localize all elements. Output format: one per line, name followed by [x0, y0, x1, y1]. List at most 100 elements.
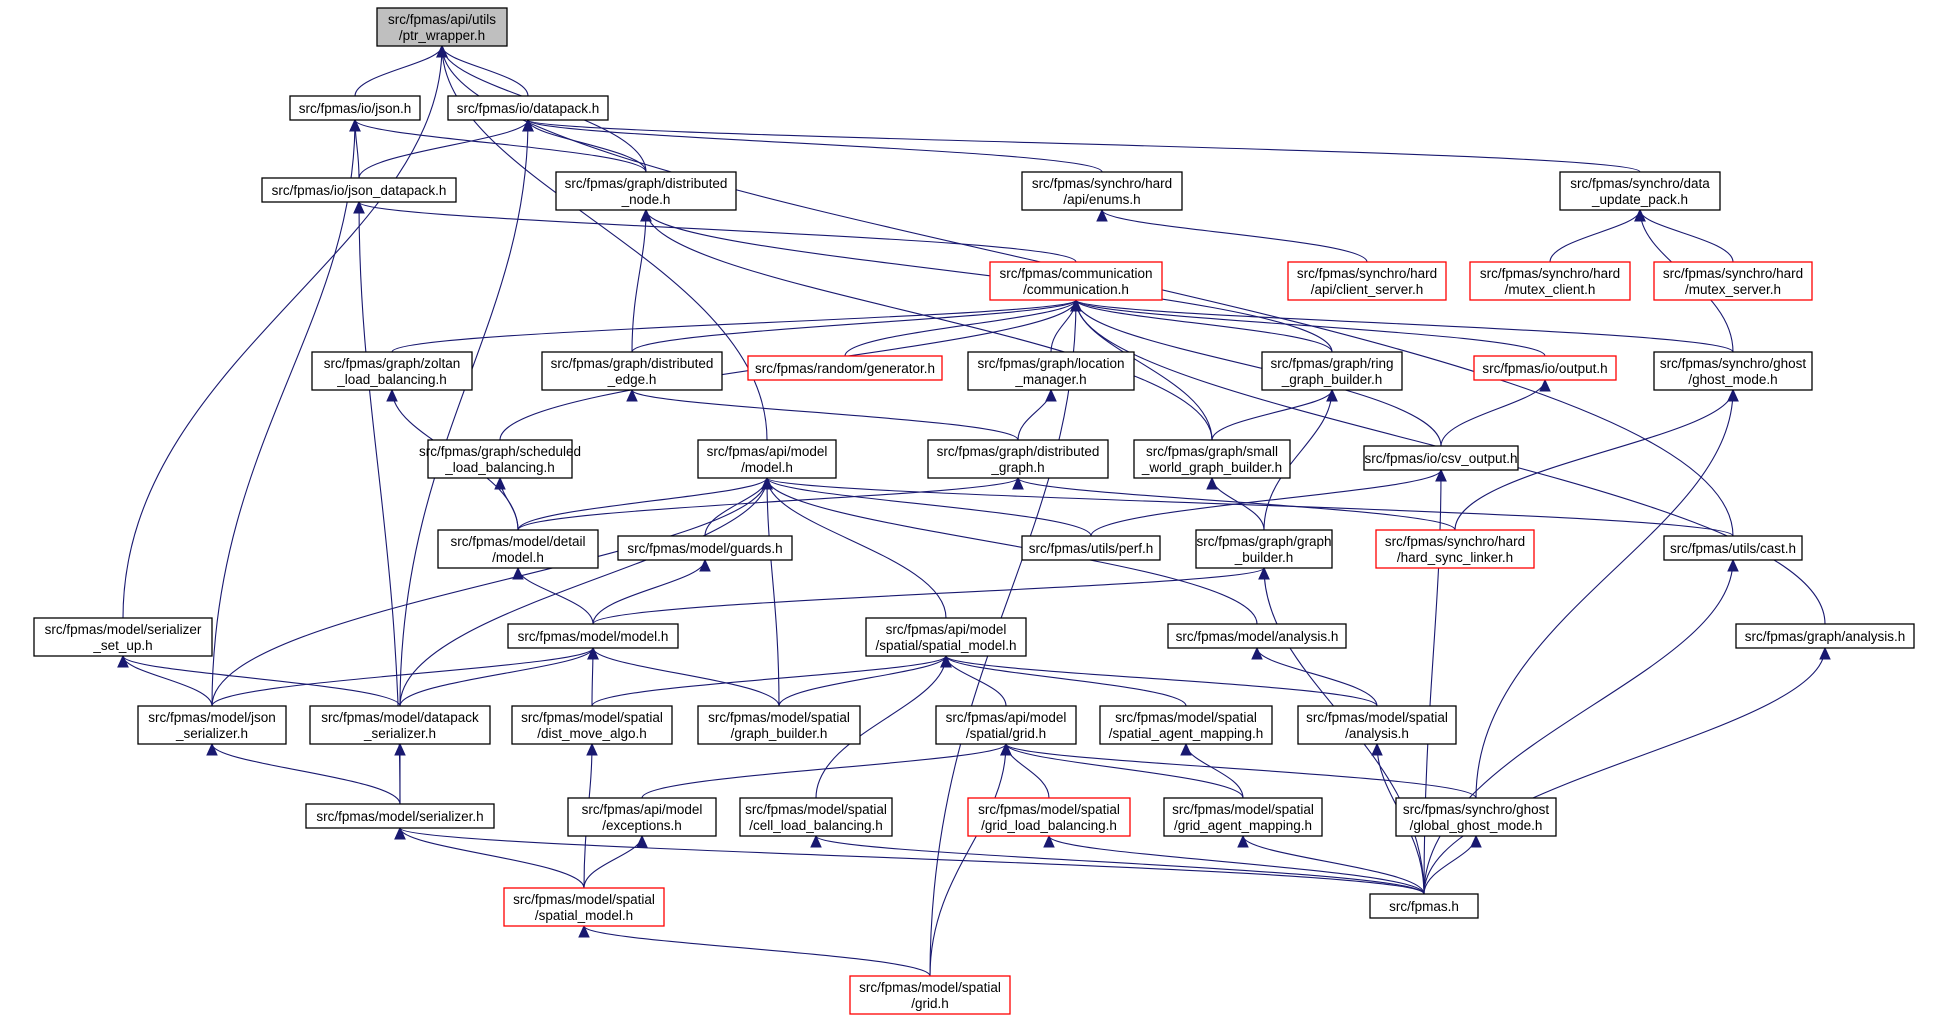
file-node-label: /hard_sync_linker.h [1397, 550, 1513, 565]
file-node-spatial-model[interactable]: src/fpmas/model/spatial/spatial_model.h [503, 887, 665, 927]
dependency-edge [211, 647, 594, 707]
file-node-guards[interactable]: src/fpmas/model/guards.h [617, 535, 793, 561]
file-node-box [1021, 171, 1183, 211]
file-node-label: src/fpmas/io/output.h [1482, 361, 1607, 376]
file-node-mutex-server[interactable]: src/fpmas/synchro/hard/mutex_server.h [1653, 261, 1813, 301]
file-node-label: src/fpmas/model/spatial [1115, 710, 1257, 725]
file-node-label: /api/client_server.h [1311, 282, 1424, 297]
file-node-label: src/fpmas/model/model.h [518, 629, 669, 644]
file-node-location-manager[interactable]: src/fpmas/graph/location_manager.h [967, 351, 1135, 391]
dependency-arrowhead [1727, 558, 1739, 572]
file-node-ring-graph-builder[interactable]: src/fpmas/graph/ring_graph_builder.h [1261, 351, 1403, 391]
file-node-label: src/fpmas/io/json.h [299, 101, 412, 116]
file-node-data-update-pack[interactable]: src/fpmas/synchro/data_update_pack.h [1559, 171, 1721, 211]
file-node-label: src/fpmas/random/generator.h [755, 361, 935, 376]
file-node-label: src/fpmas/api/model [582, 802, 703, 817]
file-node-output[interactable]: src/fpmas/io/output.h [1473, 355, 1617, 381]
file-node-datapack[interactable]: src/fpmas/io/datapack.h [447, 95, 609, 121]
file-node-box [1261, 351, 1403, 391]
file-node-cell-lb[interactable]: src/fpmas/model/spatial/cell_load_balanc… [739, 797, 893, 837]
dependency-edge [631, 209, 647, 353]
file-node-label: src/fpmas/synchro/data [1570, 176, 1710, 191]
dependency-edge [399, 477, 768, 707]
dependency-arrowhead [353, 200, 365, 214]
file-node-box [1021, 535, 1161, 561]
file-node-model-analysis[interactable]: src/fpmas/model/analysis.h [1167, 623, 1347, 649]
file-node-api-spatial-model[interactable]: src/fpmas/api/model/spatial/spatial_mode… [865, 617, 1027, 657]
file-node-box [865, 617, 1027, 657]
file-node-box [989, 261, 1163, 301]
file-node-fpmas[interactable]: src/fpmas.h [1369, 893, 1479, 919]
file-node-label: /communication.h [1023, 282, 1129, 297]
file-node-spatial-graph-builder[interactable]: src/fpmas/model/spatial/graph_builder.h [697, 705, 861, 745]
dependency-edge [766, 477, 947, 619]
file-node-box [935, 705, 1077, 745]
file-node-cast[interactable]: src/fpmas/utils/cast.h [1663, 535, 1803, 561]
file-node-box [1473, 355, 1617, 381]
file-node-box [697, 705, 861, 745]
file-node-ghost-mode[interactable]: src/fpmas/synchro/ghost/ghost_mode.h [1653, 351, 1813, 391]
file-node-box [33, 617, 213, 657]
file-node-enums[interactable]: src/fpmas/synchro/hard/api/enums.h [1021, 171, 1183, 211]
file-node-csv-output[interactable]: src/fpmas/io/csv_output.h [1363, 445, 1519, 471]
file-node-communication[interactable]: src/fpmas/communication/communication.h [989, 261, 1163, 301]
file-node-label: /exceptions.h [602, 818, 682, 833]
file-node-spatial-agent-mapping[interactable]: src/fpmas/model/spatial/spatial_agent_ma… [1099, 705, 1273, 745]
file-node-dist-move-algo[interactable]: src/fpmas/model/spatial/dist_move_algo.h [511, 705, 673, 745]
file-node-label: _set_up.h [92, 638, 152, 653]
file-node-api-grid[interactable]: src/fpmas/api/model/spatial/grid.h [935, 705, 1077, 745]
file-node-spatial-analysis[interactable]: src/fpmas/model/spatial/analysis.h [1297, 705, 1457, 745]
file-node-scheduled-lb[interactable]: src/fpmas/graph/scheduled_load_balancing… [419, 439, 581, 479]
file-node-grid-lb[interactable]: src/fpmas/model/spatial/grid_load_balanc… [967, 797, 1131, 837]
file-node-perf[interactable]: src/fpmas/utils/perf.h [1021, 535, 1161, 561]
file-node-label: /ptr_wrapper.h [399, 28, 485, 43]
dependency-edge [815, 655, 947, 799]
dependency-edge [766, 477, 780, 707]
file-node-detail-model[interactable]: src/fpmas/model/detail/model.h [437, 529, 599, 569]
dependency-arrowhead [626, 388, 638, 402]
file-node-box [1163, 797, 1323, 837]
dependency-edge [1256, 647, 1378, 707]
file-node-distributed-graph[interactable]: src/fpmas/graph/distributed_graph.h [927, 439, 1109, 479]
file-node-json-serializer[interactable]: src/fpmas/model/json_serializer.h [137, 705, 287, 745]
file-node-model-model[interactable]: src/fpmas/model/model.h [507, 623, 679, 649]
file-node-label: src/fpmas/api/model [707, 444, 828, 459]
file-node-exceptions[interactable]: src/fpmas/api/model/exceptions.h [567, 797, 717, 837]
file-node-ptr-wrapper[interactable]: src/fpmas/api/utils/ptr_wrapper.h [376, 7, 508, 47]
dependency-arrowhead [117, 654, 129, 668]
file-node-box [1363, 445, 1519, 471]
file-node-graph-analysis[interactable]: src/fpmas/graph/analysis.h [1735, 623, 1915, 649]
file-node-label: /grid_load_balancing.h [981, 818, 1117, 833]
file-node-grid[interactable]: src/fpmas/model/spatial/grid.h [849, 975, 1011, 1015]
dependency-arrowhead [586, 742, 598, 756]
file-node-label: _serializer.h [175, 726, 248, 741]
dependency-arrowhead [1634, 208, 1646, 222]
file-node-distributed-edge[interactable]: src/fpmas/graph/distributed_edge.h [541, 351, 723, 391]
dependency-arrowhead [1435, 468, 1447, 482]
dependency-arrowhead [1206, 476, 1218, 490]
file-node-label: src/fpmas/io/csv_output.h [1364, 451, 1517, 466]
file-node-api-model[interactable]: src/fpmas/api/model/model.h [697, 439, 837, 479]
file-node-label: /grid.h [911, 996, 949, 1011]
dependency-edge [1048, 835, 1425, 895]
file-node-label: _edge.h [607, 372, 657, 387]
file-node-distributed-node[interactable]: src/fpmas/graph/distributed_node.h [555, 171, 737, 211]
file-node-global-ghost-mode[interactable]: src/fpmas/synchro/ghost/global_ghost_mod… [1395, 797, 1557, 837]
file-node-json[interactable]: src/fpmas/io/json.h [289, 95, 421, 121]
file-node-grid-agent-mapping[interactable]: src/fpmas/model/spatial/grid_agent_mappi… [1163, 797, 1323, 837]
file-node-serializer-set-up[interactable]: src/fpmas/model/serializer_set_up.h [33, 617, 213, 657]
file-node-mutex-client[interactable]: src/fpmas/synchro/hard/mutex_client.h [1469, 261, 1631, 301]
file-node-datapack-serializer[interactable]: src/fpmas/model/datapack_serializer.h [309, 705, 491, 745]
dependency-edge [211, 743, 401, 805]
file-node-generator[interactable]: src/fpmas/random/generator.h [747, 355, 943, 381]
edges-layer [117, 44, 1831, 977]
file-node-json-datapack[interactable]: src/fpmas/io/json_datapack.h [261, 177, 457, 203]
file-node-serializer[interactable]: src/fpmas/model/serializer.h [305, 803, 495, 829]
file-node-zoltan-lb[interactable]: src/fpmas/graph/zoltan_load_balancing.h [311, 351, 473, 391]
file-node-small-world[interactable]: src/fpmas/graph/small_world_graph_builde… [1133, 439, 1291, 479]
dependency-edge [815, 835, 1425, 895]
file-node-graph-builder[interactable]: src/fpmas/graph/graph_builder.h [1195, 529, 1333, 569]
file-node-client-server[interactable]: src/fpmas/synchro/hard/api/client_server… [1287, 261, 1447, 301]
file-node-hard-sync-linker[interactable]: src/fpmas/synchro/hard/hard_sync_linker.… [1375, 529, 1535, 569]
file-node-box [261, 177, 457, 203]
